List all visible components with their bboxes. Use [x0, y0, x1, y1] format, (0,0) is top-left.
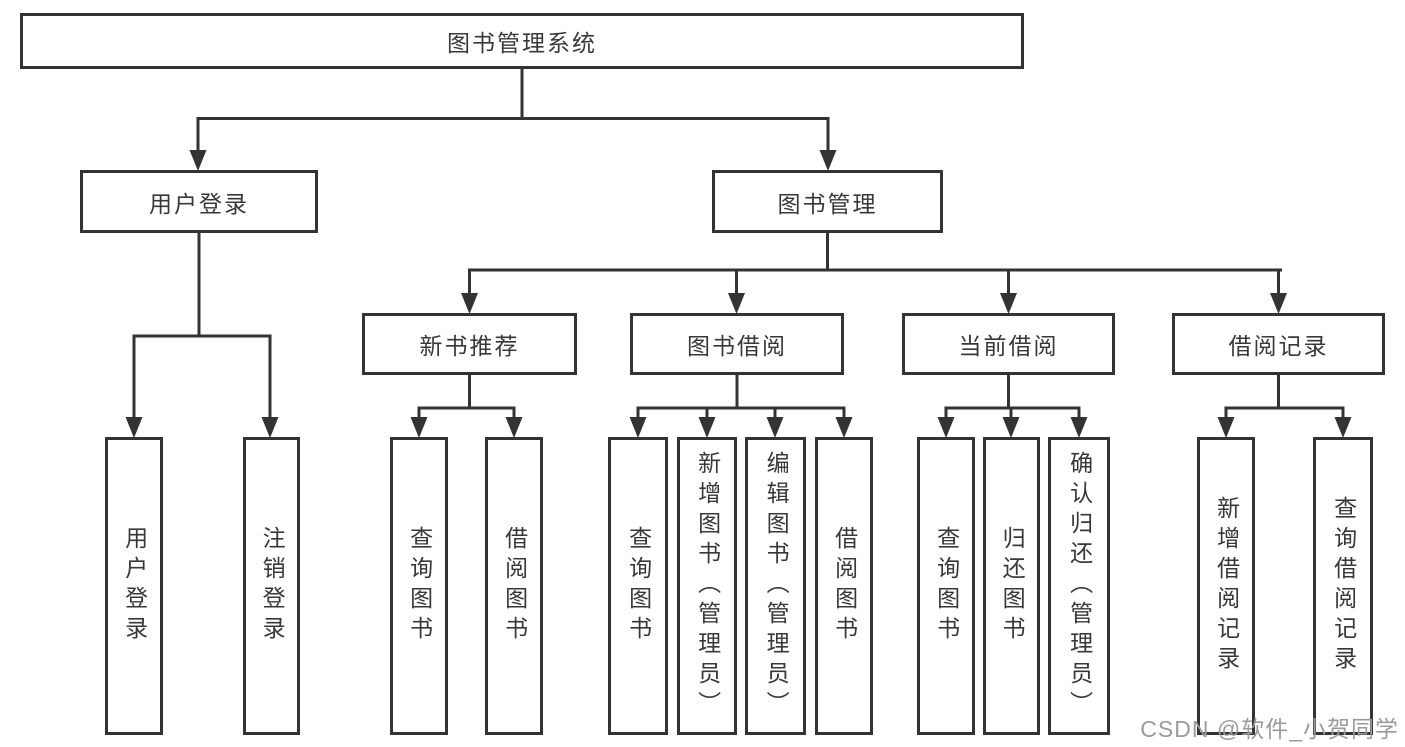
- node-query-books-current: 查询图书: [917, 437, 975, 735]
- tree-edges: [132, 69, 1345, 418]
- node-query-borrow-record-label: 查询借阅记录: [1330, 496, 1357, 676]
- node-book-borrowing: 图书借阅: [630, 313, 844, 375]
- node-query-books-current-label: 查询图书: [933, 526, 960, 646]
- node-query-borrow-record: 查询借阅记录: [1313, 437, 1373, 735]
- node-borrow-books-recommend: 借阅图书: [485, 437, 543, 735]
- node-logout: 注销登录: [243, 437, 300, 735]
- node-book-management: 图书管理: [712, 170, 943, 233]
- node-login: 用户登录: [105, 437, 163, 735]
- node-borrow-books-borrowing: 借阅图书: [815, 437, 873, 735]
- node-add-borrow-record-label: 新增借阅记录: [1213, 496, 1240, 676]
- node-confirm-return-admin: 确认归还（管理员）: [1048, 437, 1110, 735]
- node-library-system: 图书管理系统: [20, 13, 1024, 69]
- node-add-borrow-record: 新增借阅记录: [1197, 437, 1255, 735]
- node-user-login-branch: 用户登录: [80, 170, 318, 233]
- node-login-label: 用户登录: [121, 526, 148, 646]
- node-query-books-recommend-label: 查询图书: [406, 526, 433, 646]
- node-logout-label: 注销登录: [259, 526, 286, 646]
- node-query-books-recommend: 查询图书: [390, 437, 448, 735]
- node-confirm-return-admin-label: 确认归还（管理员）: [1066, 451, 1093, 721]
- node-add-book-admin: 新增图书（管理员）: [677, 437, 737, 735]
- node-borrowing-records: 借阅记录: [1172, 313, 1385, 375]
- node-borrow-books-recommend-label: 借阅图书: [501, 526, 528, 646]
- node-current-borrowing: 当前借阅: [902, 313, 1115, 375]
- node-return-book: 归还图书: [983, 437, 1040, 735]
- node-query-books-borrowing: 查询图书: [608, 437, 668, 735]
- node-new-book-recommend: 新书推荐: [362, 313, 577, 375]
- node-borrow-books-borrowing-label: 借阅图书: [831, 526, 858, 646]
- csdn-watermark: CSDN @软件_小贺同学: [1140, 716, 1399, 742]
- node-add-book-admin-label: 新增图书（管理员）: [694, 451, 721, 721]
- node-query-books-borrowing-label: 查询图书: [625, 526, 652, 646]
- node-return-book-label: 归还图书: [999, 526, 1026, 646]
- arrowheads: [125, 150, 1352, 438]
- node-edit-book-admin-label: 编辑图书（管理员）: [763, 451, 790, 721]
- node-edit-book-admin: 编辑图书（管理员）: [745, 437, 806, 735]
